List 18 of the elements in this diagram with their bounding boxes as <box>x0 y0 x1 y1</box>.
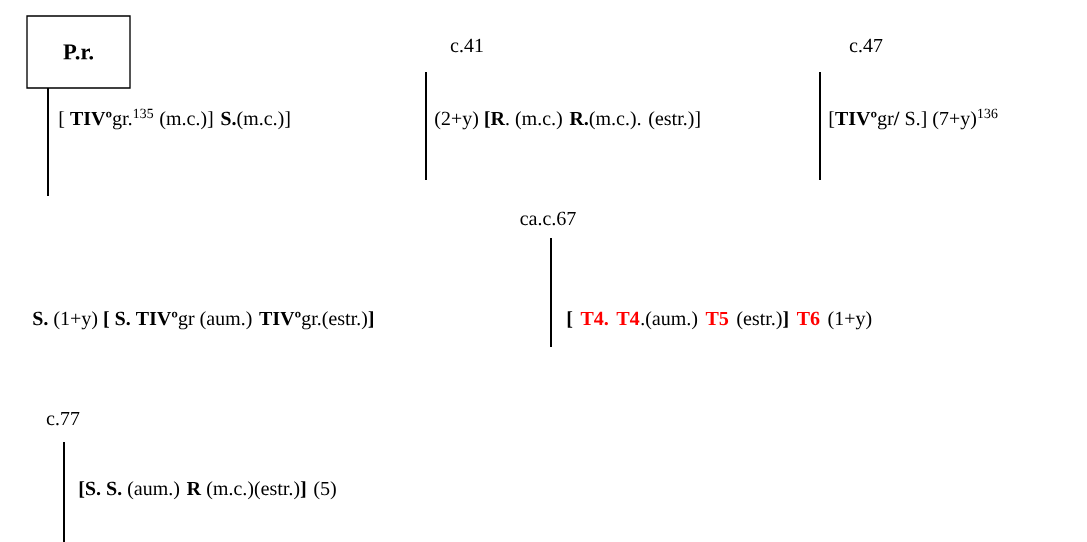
annotation-text: T4. <box>580 311 608 326</box>
annotation-text: [S. S. (aum.) R (m.c.)(estr.)] (5) <box>79 481 336 500</box>
annotation-text: [ <box>567 311 573 328</box>
annotation-text: T6 <box>797 311 820 326</box>
measure-number: c.41 <box>450 38 483 53</box>
measure-number: c.47 <box>849 38 883 53</box>
annotation-text: (estr.)] <box>737 311 788 330</box>
annotation-text: [ TIVºgr.$^{135}$ (m.c.)] S.(m.c.)] <box>59 108 290 130</box>
annotation-text: S. (1+y) [ S. TIVºgr (aum.) TIVºgr.(estr.)] <box>33 311 373 330</box>
annotation-text: .(aum.) <box>641 311 698 330</box>
section-box: P.r. <box>26 15 131 89</box>
annotation-text: (1+y) <box>828 311 872 330</box>
annotation-text: T5 <box>705 311 729 326</box>
measure-number: c.77 <box>46 411 80 426</box>
annotation-text: [TIVºgr/ S.] (7+y)$^{136}$ <box>829 108 998 130</box>
annotation-text: (2+y) [R. (m.c.) R.(m.c.). (estr.)] <box>435 111 700 130</box>
annotation-text: T4 <box>616 311 640 325</box>
measure-number: ca.c.67 <box>520 211 576 226</box>
